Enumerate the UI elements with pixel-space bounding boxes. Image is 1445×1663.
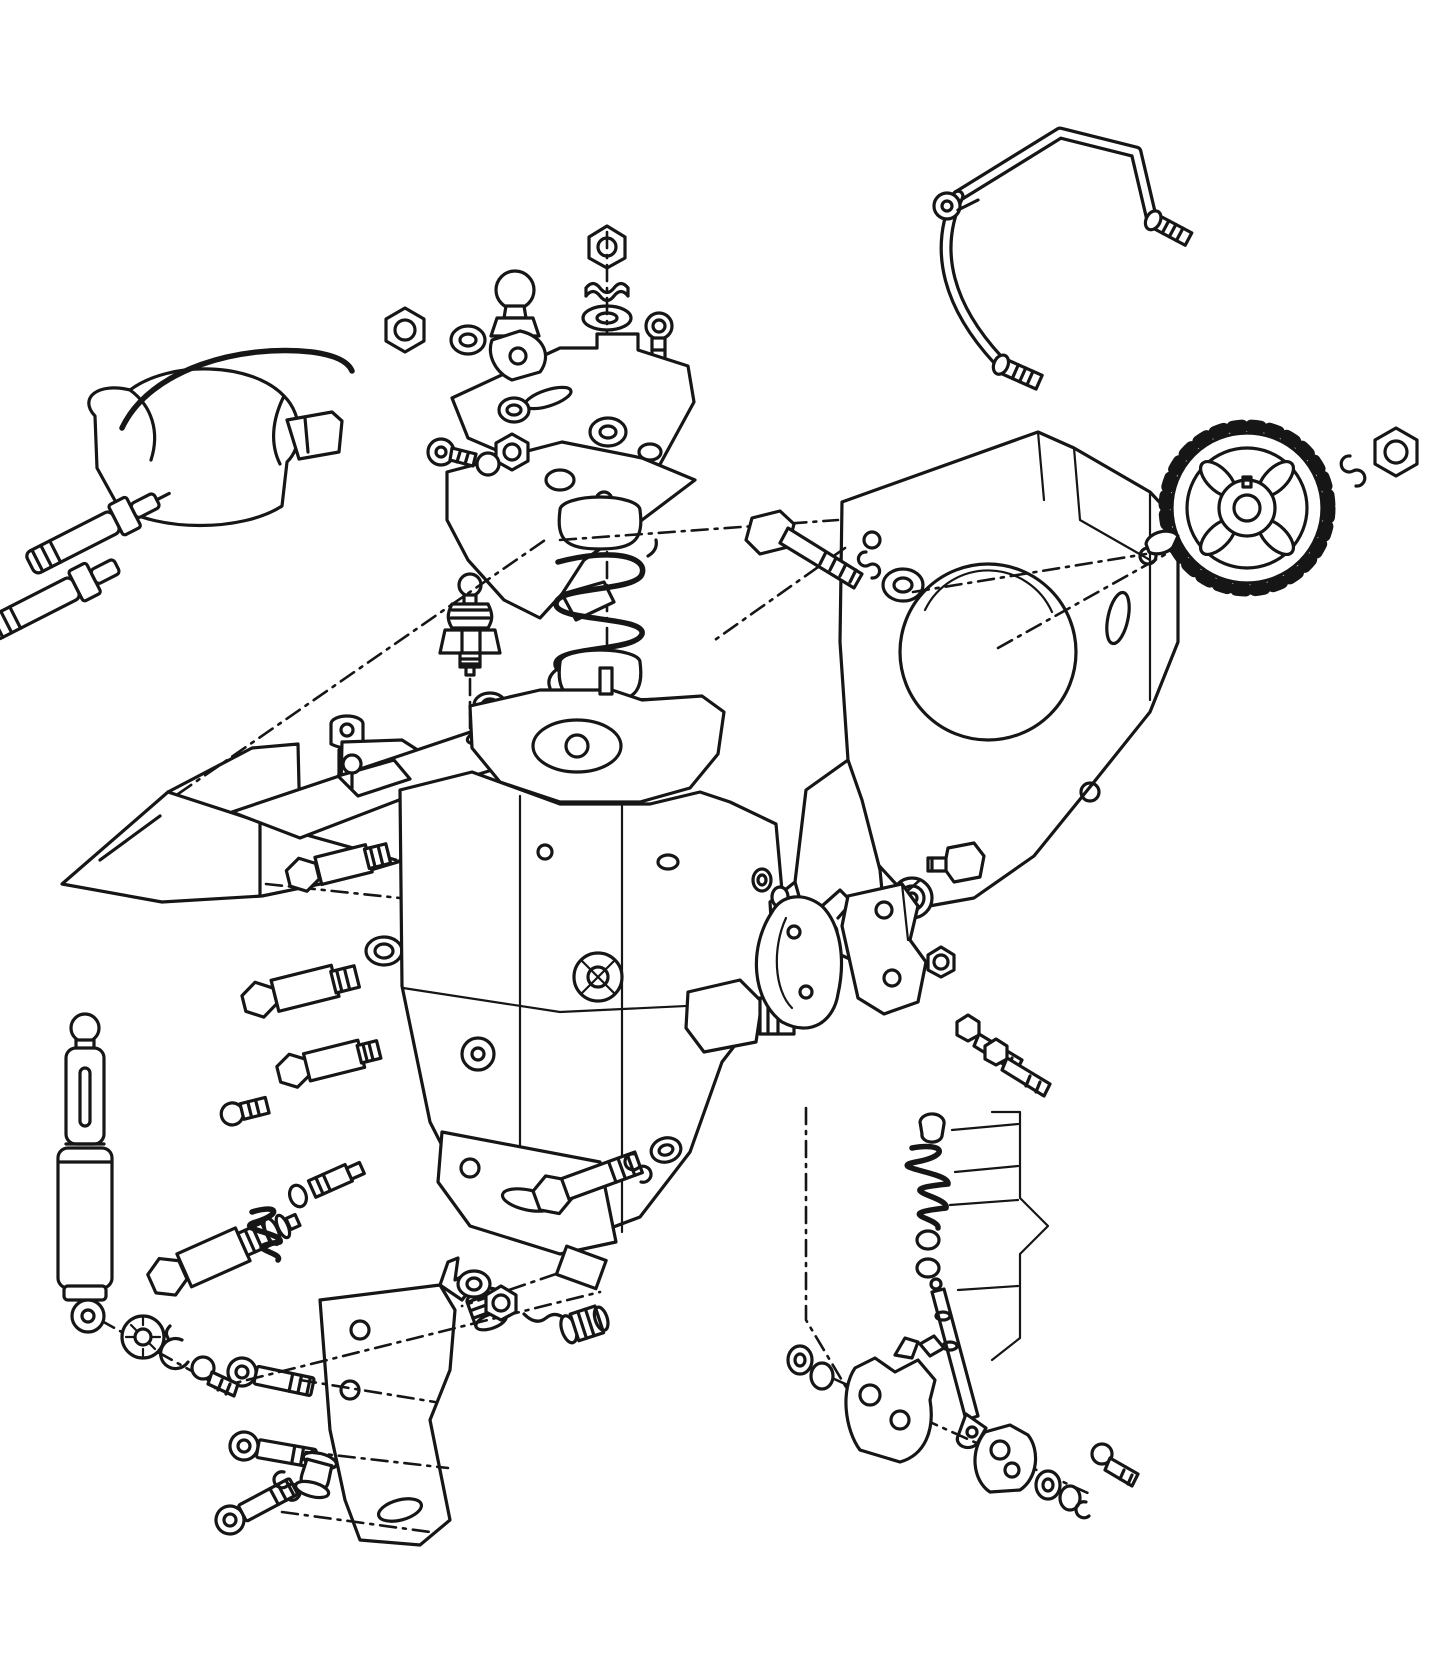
washer-52-lower-drawing: [456, 1269, 492, 1299]
guard-bracket-19-20-drawing: [932, 126, 1194, 391]
actuator-54-drawing: [0, 347, 355, 641]
clip-10-drawing: [159, 1324, 190, 1371]
grommet-25-drawing: [293, 1450, 339, 1500]
washer-9-drawing: [120, 1314, 166, 1360]
washer-29-drawing: [649, 1136, 683, 1164]
cap-13-drawing: [364, 935, 404, 967]
bolt-24-drawing: [926, 841, 986, 884]
linkage-48-drawing: [904, 1110, 1050, 1450]
ball-pin-51-lower-drawing: [190, 1355, 240, 1398]
gas-strut-8-drawing: [56, 1012, 114, 1334]
plug-49-drawing: [246, 1160, 366, 1263]
bolt-15-drawing: [744, 509, 864, 590]
washer-17-upper-drawing: [881, 567, 925, 603]
thermo-cap-drawing: [522, 1304, 610, 1345]
washer-52-mid-drawing: [497, 396, 531, 424]
bracket-45-drawing: [840, 882, 1052, 1098]
clip-16-lower-drawing: [272, 1470, 302, 1502]
sensor-35-drawing: [438, 572, 502, 744]
key-21-drawing: [1144, 529, 1180, 556]
nut-53-top-drawing: [384, 306, 426, 354]
line-art: [0, 126, 1419, 1547]
clip-16-upper-drawing: [856, 550, 882, 580]
lever-42-drawing: [786, 1334, 946, 1464]
clip-28-drawing: [623, 1152, 653, 1184]
nut-22-drawing: [1373, 426, 1419, 478]
clip-23-drawing: [1339, 454, 1367, 488]
bracket-43-drawing: [973, 1423, 1140, 1520]
washer-52-top-drawing: [449, 324, 487, 356]
nut-53-mid-drawing: [494, 432, 530, 472]
camshaft-sprocket-drawing: [1158, 419, 1336, 597]
ball-bolt-51-mid-drawing: [426, 437, 501, 477]
bolt-27-drawing: [531, 1150, 644, 1216]
nut-53-lower-drawing: [484, 1284, 518, 1322]
